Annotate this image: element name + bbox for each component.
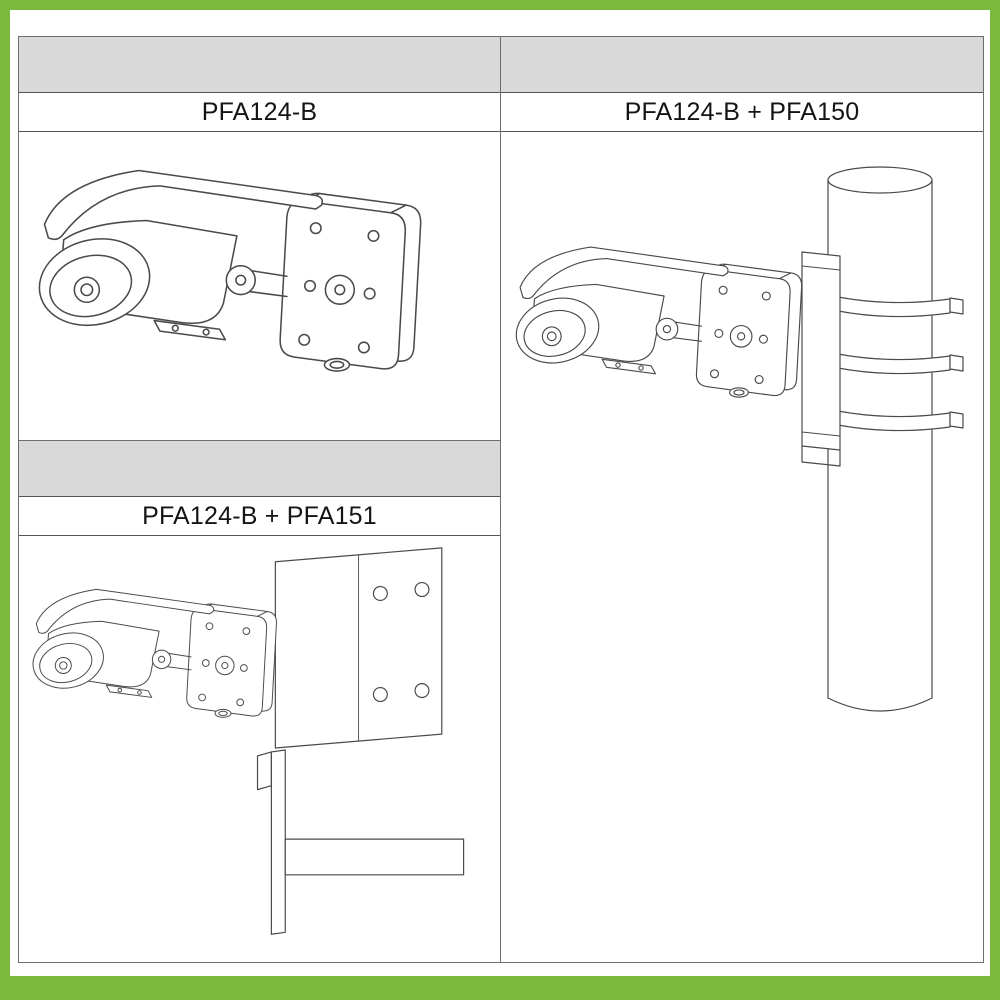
panel-header-band <box>501 37 983 93</box>
left-column: PFA124-B PFA124-B + PFA151 <box>19 37 501 962</box>
pole-mount-drawing <box>501 132 983 962</box>
panel-title: PFA124-B + PFA150 <box>501 93 983 132</box>
camera-wall-mount-illustration <box>29 169 422 372</box>
right-column: PFA124-B + PFA150 <box>501 37 983 962</box>
camera-corner-mount-illustration <box>26 547 465 935</box>
panel-corner-mount: PFA124-B + PFA151 <box>19 441 500 962</box>
panel-title: PFA124-B + PFA151 <box>19 497 500 536</box>
mount-options-table: PFA124-B PFA124-B + PFA151 <box>18 36 984 963</box>
camera-pole-mount-illustration <box>508 166 964 712</box>
panel-pole-mount: PFA124-B + PFA150 <box>501 37 983 962</box>
panel-header-band <box>19 441 500 497</box>
panel-title: PFA124-B <box>19 93 500 132</box>
corner-mount-drawing <box>19 536 500 962</box>
panel-wall-mount: PFA124-B <box>19 37 500 441</box>
panel-header-band <box>19 37 500 93</box>
wall-mount-drawing <box>19 132 500 440</box>
